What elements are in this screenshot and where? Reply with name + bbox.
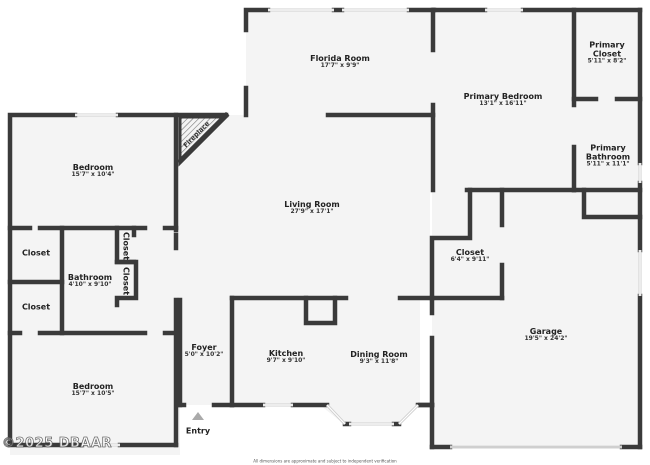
room-foyer: Foyer 5'0" x 10'2" (185, 343, 224, 359)
room-dimensions: 17'7" x 9'9" (320, 62, 360, 70)
room-closet-small-1: Closet (121, 231, 131, 261)
room-name: Closet (21, 248, 51, 258)
room-dimensions: 9'7" x 9'10" (266, 357, 306, 365)
room-bathroom: Bathroom 4'10" x 9'10" (68, 273, 112, 289)
room-name: Dining Room (350, 349, 408, 359)
room-primary-closet: Primary Closet 5'11" x 8'2" (588, 40, 627, 65)
room-dimensions: 4'10" x 9'10" (68, 281, 112, 289)
room-dimensions: 9'3" x 11'8" (359, 358, 399, 366)
room-name: Garage (529, 326, 563, 336)
room-dimensions: 5'0" x 10'2" (184, 351, 224, 359)
room-name: Bedroom (72, 162, 114, 172)
room-primary-bedroom: Primary Bedroom 13'1" x 16'11" (464, 92, 543, 108)
room-bedroom-2: Bedroom 15'7" x 10'5" (71, 382, 114, 398)
room-closet-small-2: Closet (121, 266, 131, 296)
room-name-line2: Bathroom (585, 152, 631, 162)
room-name: Primary Bedroom (463, 91, 543, 101)
room-primary-bathroom: Primary Bathroom 5'11" x 11'1" (586, 143, 630, 168)
room-florida-room: Florida Room 17'7" x 9'9" (310, 54, 370, 70)
room-dining-room: Dining Room 9'3" x 11'8" (350, 350, 408, 366)
room-kitchen: Kitchen 9'7" x 9'10" (267, 349, 306, 365)
disclaimer-text: All dimensions are approximate and subje… (253, 458, 397, 464)
room-dimensions: 6'4" x 9'11" (450, 256, 490, 264)
room-name: Closet (21, 302, 51, 312)
entry-label: Entry (185, 426, 211, 436)
entry-arrow-icon (192, 412, 204, 420)
room-dimensions: 5'11" x 8'2" (587, 57, 627, 65)
room-dimensions: 13'1" x 16'11" (479, 100, 527, 108)
room-closet-left-top: Closet (22, 248, 50, 257)
room-name: Closet (455, 247, 485, 257)
room-name: Bathroom (67, 272, 113, 282)
room-dimensions: 27'9" x 17'1" (290, 208, 334, 216)
room-bedroom-1: Bedroom 15'7" x 10'4" (71, 163, 114, 179)
room-name-line1: Primary (589, 40, 625, 50)
room-name: Bedroom (72, 381, 114, 391)
room-name: Closet (121, 266, 131, 296)
room-name: Closet (121, 231, 131, 261)
room-closet-left-bottom: Closet (22, 302, 50, 311)
room-dimensions: 5'11" x 11'1" (586, 160, 630, 168)
walls (7, 7, 643, 450)
room-living-room: Living Room 27'9" x 17'1" (284, 200, 340, 216)
room-dimensions: 15'7" x 10'4" (71, 171, 115, 179)
room-name: Foyer (191, 342, 217, 352)
room-dimensions: 15'7" x 10'5" (71, 390, 115, 398)
room-name: Florida Room (310, 53, 370, 63)
room-closet-garage: Closet 6'4" x 9'11" (451, 248, 490, 264)
room-name-line1: Primary (590, 143, 626, 153)
room-name: Kitchen (268, 348, 304, 358)
room-name-line2: Closet (592, 49, 622, 59)
room-dimensions: 19'5" x 24'2" (524, 335, 568, 343)
room-garage: Garage 19'5" x 24'2" (524, 327, 567, 343)
copyright-watermark: ©2025 DBAAR (2, 436, 113, 452)
room-name: Living Room (284, 199, 340, 209)
windows (75, 8, 642, 449)
